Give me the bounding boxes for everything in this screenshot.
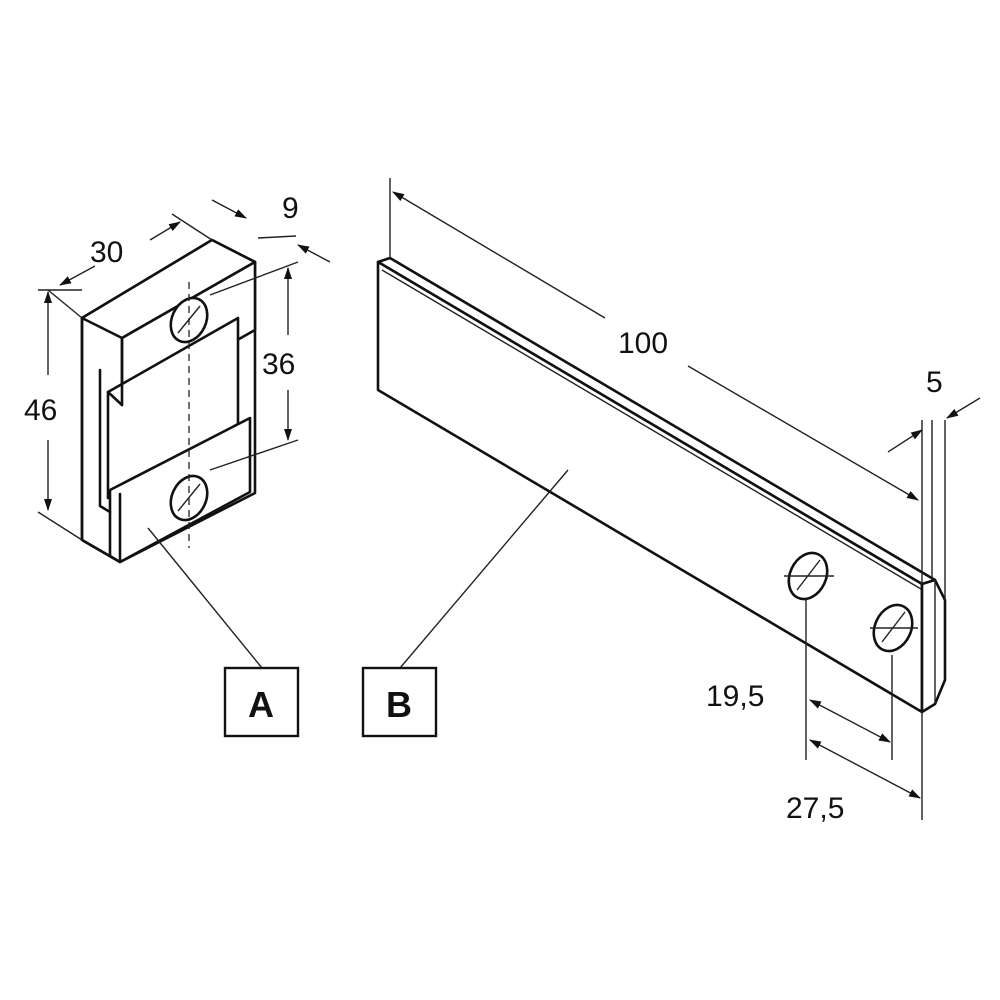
label-b: B [386,684,412,725]
dim-b-length: 100 [618,327,668,360]
part-a-block [80,238,257,564]
part-a-slot-edge [98,368,112,514]
part-a-leader [147,527,263,669]
part-b-end-tab [920,578,947,714]
part-b-leader [399,469,569,669]
label-box-b: B [361,666,438,738]
part-a-front-edge [80,316,122,564]
label-a: A [248,684,274,725]
part-a-dimensions [37,199,331,669]
dim-b-thickness: 5 [926,366,943,399]
dim-a-depth: 9 [282,192,299,225]
label-box-a: A [223,666,300,738]
dim-a-width: 30 [90,236,123,269]
dim-a-hole-spacing: 36 [262,348,295,381]
part-b-dimensions [389,178,981,820]
dim-b-hole-offset-1: 19,5 [706,680,764,713]
dim-b-hole-offset-2: 27,5 [786,792,844,825]
dim-a-height: 46 [24,394,57,427]
